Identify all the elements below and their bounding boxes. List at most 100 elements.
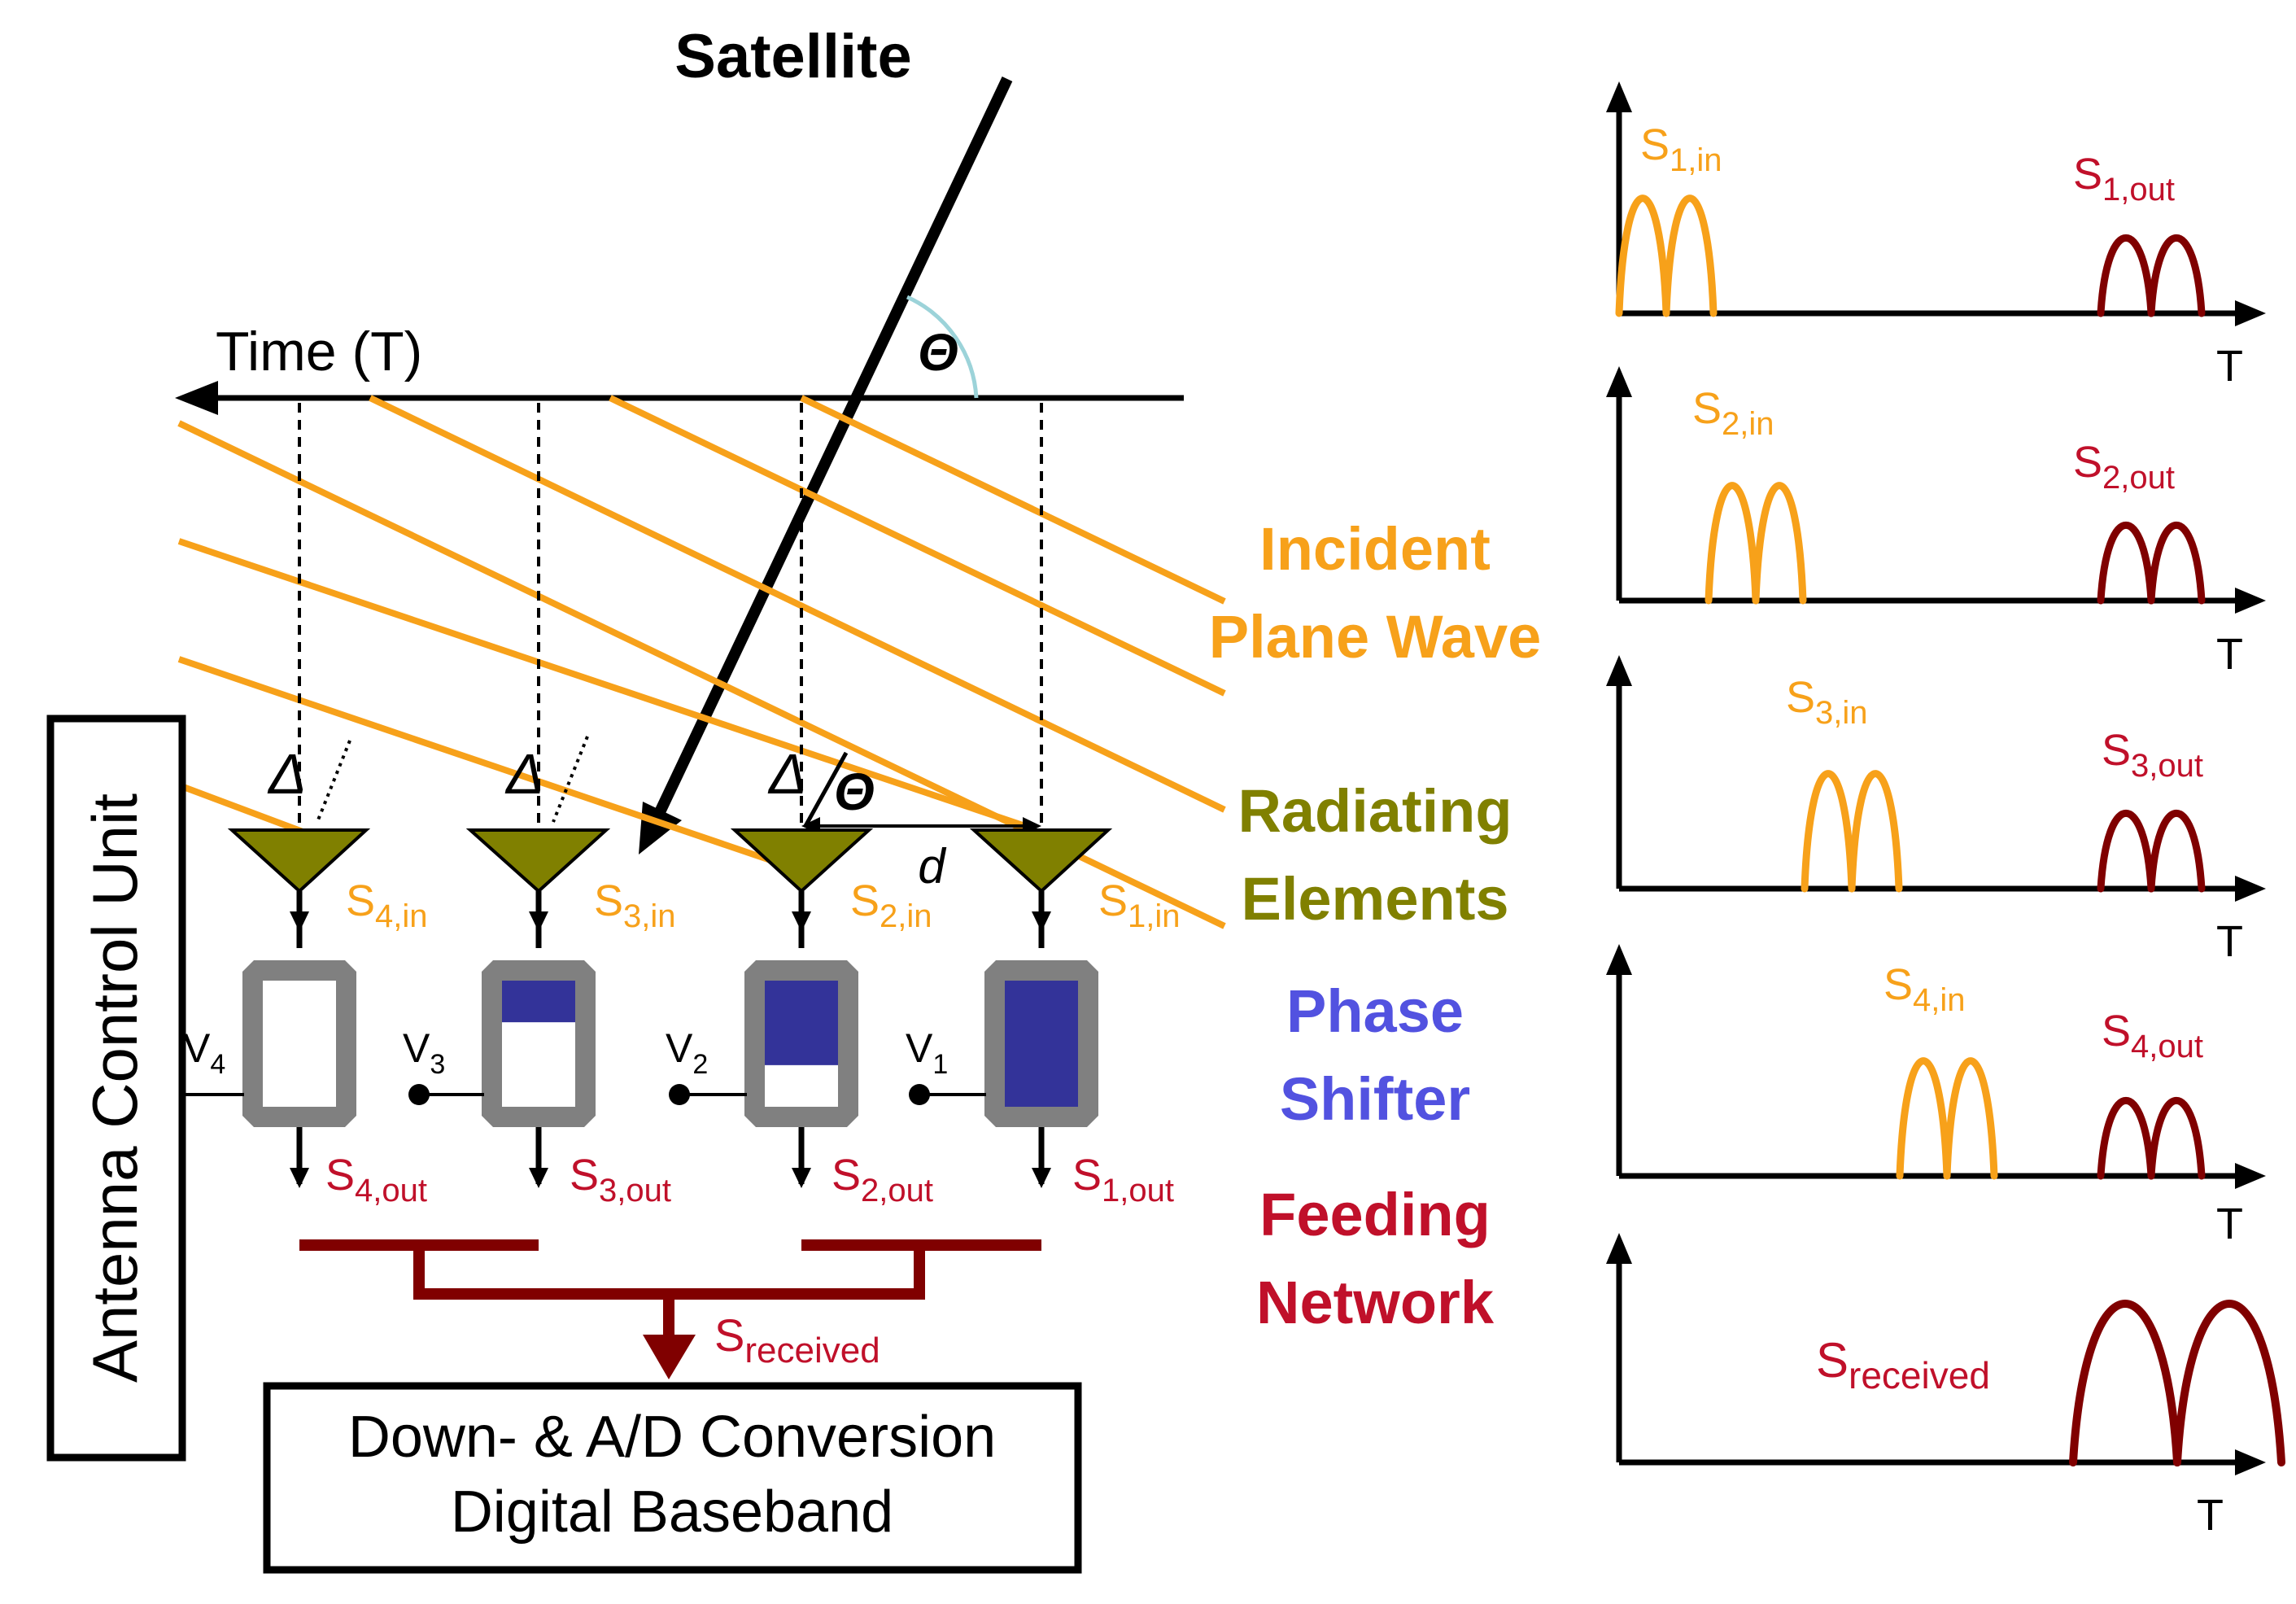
received-pulse-peak bbox=[2173, 1300, 2285, 1466]
input-pulse-peak bbox=[1848, 770, 1903, 893]
plot-y-arrowhead bbox=[1606, 655, 1632, 686]
feed-arrowheads bbox=[290, 911, 1051, 1188]
input-pulse-peak bbox=[1662, 194, 1718, 317]
s4-in-label: S4,in bbox=[346, 876, 428, 934]
s-in-labels: S4,in S3,in S2,in S1,in bbox=[346, 876, 1181, 934]
output-pulse-peak bbox=[2147, 234, 2206, 317]
phase-shifters bbox=[242, 960, 1098, 1127]
plot4-in-label: S4,in bbox=[1884, 960, 1966, 1018]
time-axis-label: Time (T) bbox=[216, 321, 422, 382]
output-pulse-peak bbox=[2097, 522, 2155, 605]
output-pulse-peak bbox=[2147, 810, 2206, 893]
legend-incident-1: Incident bbox=[1259, 515, 1491, 583]
theta-arc-top bbox=[906, 295, 979, 399]
legend-phase-2: Shifter bbox=[1280, 1065, 1470, 1133]
output-pulse-peak bbox=[2147, 1097, 2206, 1180]
antenna-control-unit-label: Antenna Control Unit bbox=[79, 793, 151, 1383]
legend-phase-1: Phase bbox=[1286, 977, 1464, 1045]
s1-out-label: S1,out bbox=[1072, 1151, 1174, 1208]
v4-label: V4 bbox=[183, 1025, 225, 1080]
input-pulse-peak bbox=[1801, 770, 1856, 893]
timing-plot-1 bbox=[1606, 81, 2266, 326]
output-pulse bbox=[2097, 1097, 2206, 1180]
legend-feeding-1: Feeding bbox=[1259, 1181, 1491, 1248]
output-pulse-peak bbox=[2097, 234, 2155, 317]
satellite-arrow bbox=[639, 76, 1013, 854]
s3-in-label: S3,in bbox=[594, 876, 676, 934]
legend-incident-2: Plane Wave bbox=[1209, 603, 1542, 671]
plot2-in-label: S2,in bbox=[1692, 384, 1774, 442]
plot3-in-label: S3,in bbox=[1786, 673, 1868, 731]
input-pulse bbox=[1801, 770, 1903, 893]
s-out-labels: S4,out S3,out S2,out S1,out bbox=[325, 1151, 1174, 1208]
received-arrowhead bbox=[643, 1335, 696, 1379]
timing-plot-4 bbox=[1606, 944, 2266, 1189]
input-pulse-peak bbox=[1943, 1057, 1998, 1180]
plot-x-arrowhead bbox=[2235, 300, 2266, 326]
plot3-out-label: S3,out bbox=[2102, 726, 2203, 784]
spacing-label: d bbox=[918, 839, 946, 894]
plot4-out-label: S4,out bbox=[2102, 1007, 2203, 1064]
output-pulse-peak bbox=[2097, 1097, 2155, 1180]
delta-label-3: Δ bbox=[767, 742, 807, 806]
input-pulse-peak bbox=[1896, 1057, 1951, 1180]
plot-x-arrowhead bbox=[2235, 876, 2266, 902]
plot-y-arrowhead bbox=[1606, 366, 1632, 397]
plot-y-arrowhead bbox=[1606, 81, 1632, 112]
legend-radiating-1: Radiating bbox=[1237, 777, 1512, 845]
output-pulse-peak bbox=[2097, 810, 2155, 893]
input-pulse-peak bbox=[1615, 194, 1670, 317]
time-axis bbox=[175, 381, 1184, 415]
v2-label: V2 bbox=[666, 1025, 708, 1080]
plot-x-arrowhead bbox=[2235, 588, 2266, 614]
s2-in-label: S2,in bbox=[850, 876, 932, 934]
phase-shifter-inner bbox=[263, 981, 336, 1107]
plot-x-arrowhead bbox=[2235, 1163, 2266, 1189]
phase-shifter-4 bbox=[242, 960, 356, 1127]
delta-solid-line bbox=[803, 751, 849, 828]
feeding-network bbox=[299, 1239, 1041, 1335]
plot-y-arrowhead bbox=[1606, 1233, 1632, 1264]
satellite-title: Satellite bbox=[674, 22, 911, 91]
plot-x-arrowhead bbox=[2235, 1449, 2266, 1475]
output-pulse-peak bbox=[2147, 522, 2206, 605]
converter-line-2: Digital Baseband bbox=[451, 1479, 893, 1545]
plot1-out-label: S1,out bbox=[2073, 150, 2175, 208]
theta-label-bottom: Θ bbox=[834, 763, 875, 821]
plot-y-arrowhead bbox=[1606, 944, 1632, 975]
s-received-label: Sreceived bbox=[714, 1309, 880, 1370]
converter-line-1: Down- & A/D Conversion bbox=[348, 1405, 996, 1470]
v1-label: V1 bbox=[906, 1025, 948, 1080]
legend-feeding-2: Network bbox=[1256, 1269, 1495, 1336]
legend-radiating-2: Elements bbox=[1241, 865, 1508, 933]
phase-shifter-level bbox=[1005, 981, 1078, 1107]
output-pulse bbox=[2097, 810, 2206, 893]
input-pulse-peak bbox=[1752, 482, 1807, 605]
input-pulse bbox=[1615, 194, 1718, 317]
phase-shifter-1 bbox=[984, 960, 1098, 1127]
drop-lines bbox=[298, 403, 1043, 830]
received-pulse bbox=[2069, 1300, 2285, 1466]
input-pulse-peak bbox=[1705, 482, 1760, 605]
s4-out-label: S4,out bbox=[325, 1151, 427, 1208]
converter-box bbox=[263, 1382, 1082, 1574]
plot-labels: S1,in S1,out T S2,in S2,out T S3,in S3,o… bbox=[1640, 120, 2243, 1540]
output-pulse bbox=[2097, 522, 2206, 605]
received-pulse-peak bbox=[2069, 1300, 2181, 1466]
plot1-in-label: S1,in bbox=[1640, 120, 1722, 178]
timing-plot-3 bbox=[1606, 655, 2266, 902]
s1-in-label: S1,in bbox=[1098, 876, 1181, 934]
v3-label: V3 bbox=[403, 1025, 445, 1080]
plot5-axis-label: T bbox=[2197, 1491, 2224, 1540]
input-pulse bbox=[1705, 482, 1807, 605]
timing-plot-5 bbox=[1606, 1233, 2285, 1475]
phase-shifter-3 bbox=[482, 960, 596, 1127]
delta-label-2: Δ bbox=[504, 742, 544, 806]
s3-out-label: S3,out bbox=[570, 1151, 671, 1208]
radiating-elements bbox=[227, 828, 1113, 894]
delta-label-1: Δ bbox=[267, 742, 307, 806]
phase-shifter-2 bbox=[744, 960, 858, 1127]
theta-label-top: Θ bbox=[918, 323, 958, 382]
output-pulse bbox=[2097, 234, 2206, 317]
plot3-axis-label: T bbox=[2216, 917, 2243, 966]
